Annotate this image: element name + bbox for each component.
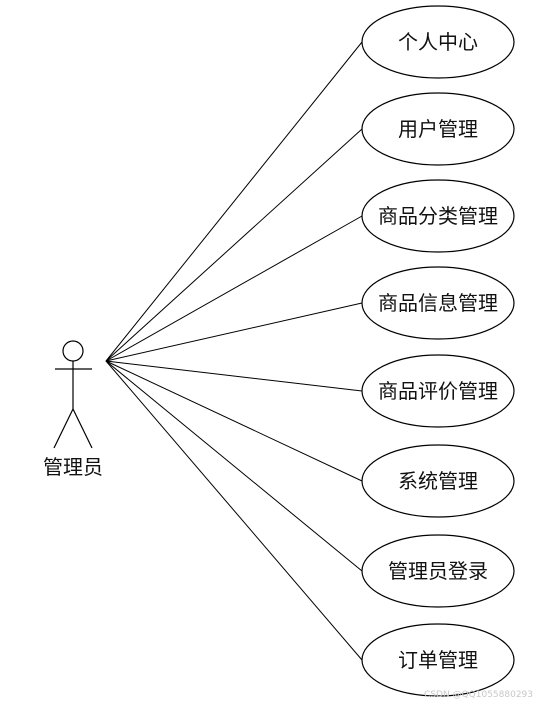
use-case-label: 系统管理 <box>398 469 478 493</box>
actor-head <box>62 340 84 362</box>
use-case-ellipse <box>361 534 515 608</box>
association-line <box>105 41 363 362</box>
use-case-system-management: 系统管理 <box>361 444 515 518</box>
use-case-review-management: 商品评价管理 <box>361 354 515 428</box>
association-lines <box>105 41 363 661</box>
association-line <box>105 360 363 572</box>
use-case-label: 管理员登录 <box>388 559 488 583</box>
use-case-label: 订单管理 <box>398 648 478 672</box>
actor-right-leg <box>72 408 93 449</box>
association-line <box>105 360 363 482</box>
association-line <box>105 128 363 362</box>
use-case-list: 个人中心 用户管理 商品分类管理 商品信息管理 商品评价管理 系统管理 管理员登… <box>361 5 515 697</box>
use-case-personal-center: 个人中心 <box>361 5 515 79</box>
use-case-ellipse <box>361 354 515 428</box>
use-case-label: 个人中心 <box>398 30 478 54</box>
use-case-label: 商品分类管理 <box>378 204 498 228</box>
use-case-ellipse <box>361 5 515 79</box>
use-case-ellipse <box>361 92 515 166</box>
association-line <box>105 360 363 661</box>
association-line <box>105 302 363 362</box>
use-case-ellipse <box>361 444 515 518</box>
association-line <box>105 215 363 362</box>
use-case-label: 商品信息管理 <box>378 291 498 315</box>
use-case-ellipse <box>361 623 515 697</box>
use-case-label: 用户管理 <box>398 117 478 141</box>
actor-label: 管理员 <box>43 455 103 479</box>
use-case-product-info-management: 商品信息管理 <box>361 266 515 340</box>
use-case-label: 商品评价管理 <box>378 379 498 403</box>
use-case-ellipse <box>361 266 515 340</box>
association-line <box>105 360 363 392</box>
watermark: CSDN @QQ1055880293 <box>424 690 533 700</box>
actor-figure <box>53 340 93 449</box>
actor-left-leg <box>53 408 74 449</box>
use-case-category-management: 商品分类管理 <box>361 179 515 253</box>
use-case-admin-login: 管理员登录 <box>361 534 515 608</box>
use-case-user-management: 用户管理 <box>361 92 515 166</box>
use-case-order-management: 订单管理 <box>361 623 515 697</box>
use-case-ellipse <box>361 179 515 253</box>
